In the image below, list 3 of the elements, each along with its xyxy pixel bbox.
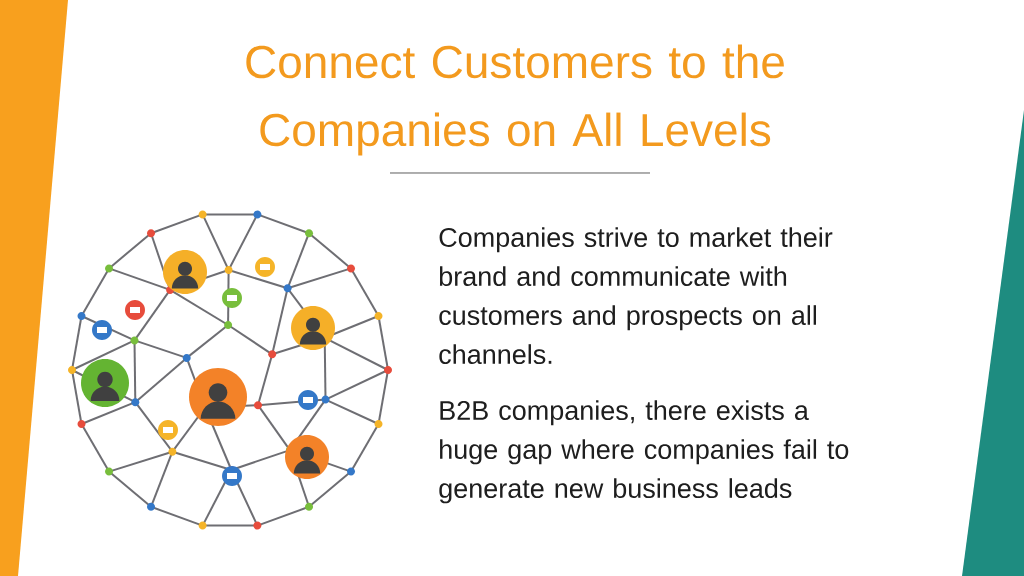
title: Connect Customers to the Companies on All Levels: [246, 44, 784, 156]
paragraph: B2B companies, there exists a huge gap where companies fail to generate new business leads: [439, 400, 849, 504]
paragraph: Companies strive to market their brand and communicate with customers and prospects on all channels.: [439, 227, 833, 365]
